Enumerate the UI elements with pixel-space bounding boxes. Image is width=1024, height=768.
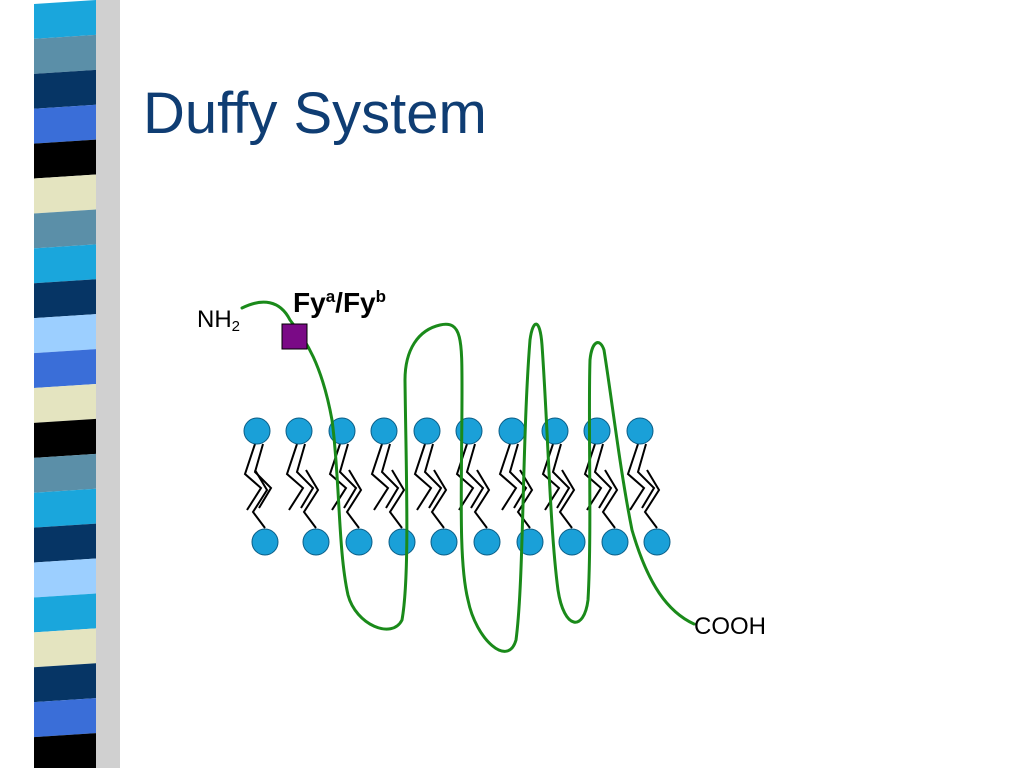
lipid-head bbox=[455, 417, 483, 445]
antigen-separator: / bbox=[335, 287, 343, 318]
lipid-tail bbox=[413, 443, 433, 511]
lipid-tail bbox=[295, 443, 315, 509]
stripe-block bbox=[34, 209, 96, 249]
lipid-tail bbox=[302, 469, 320, 529]
stripe-block bbox=[34, 139, 96, 179]
lipid-head bbox=[601, 528, 629, 556]
stripe-block bbox=[34, 488, 96, 528]
lipid-head bbox=[345, 528, 373, 556]
decorative-stripe bbox=[34, 0, 120, 768]
lipid-tail bbox=[643, 469, 661, 529]
stripe-block bbox=[34, 628, 96, 668]
stripe-block bbox=[34, 523, 96, 563]
lipid-tail bbox=[465, 443, 485, 509]
fyb-text: Fy bbox=[342, 287, 376, 318]
fya-text: Fy bbox=[293, 287, 326, 318]
lipid-head bbox=[388, 528, 416, 556]
lipid-tail bbox=[370, 443, 390, 511]
lipid-tail bbox=[551, 443, 571, 509]
lipid-tail bbox=[593, 443, 613, 509]
lipid-head bbox=[243, 417, 271, 445]
antigen-site-marker bbox=[281, 323, 308, 350]
nh2-text: NH bbox=[197, 306, 232, 333]
stripe-block bbox=[34, 733, 96, 768]
lipid-tail bbox=[380, 443, 400, 509]
stripe-block bbox=[34, 558, 96, 598]
stripe-block bbox=[34, 69, 96, 109]
lipid-tail bbox=[338, 443, 358, 509]
lipid-tail bbox=[473, 469, 491, 529]
stripe-block bbox=[34, 384, 96, 423]
lipid-heads bbox=[243, 417, 671, 556]
antigen-label: Fya/Fyb bbox=[293, 287, 386, 319]
nh2-label: NH2 bbox=[197, 306, 240, 335]
lipid-head bbox=[370, 417, 398, 445]
stripe-block bbox=[34, 453, 96, 493]
stripe-block bbox=[34, 314, 96, 354]
fyb-superscript: b bbox=[375, 287, 387, 306]
stripe-block bbox=[34, 174, 96, 214]
lipid-tail bbox=[558, 469, 576, 529]
lipid-tail bbox=[430, 469, 448, 529]
lipid-tails bbox=[243, 443, 661, 529]
lipid-head bbox=[285, 417, 313, 445]
fya-superscript: a bbox=[325, 287, 336, 306]
stripe-block bbox=[34, 593, 96, 633]
lipid-head bbox=[498, 417, 526, 445]
lipid-head bbox=[302, 528, 330, 556]
lipid-head bbox=[430, 528, 458, 556]
lipid-tail bbox=[251, 469, 269, 529]
lipid-tail bbox=[508, 443, 528, 509]
stripe-block bbox=[34, 0, 96, 39]
lipid-head bbox=[583, 417, 611, 445]
lipid-tail bbox=[626, 443, 646, 511]
lipid-tail bbox=[636, 443, 656, 509]
stripe-block bbox=[34, 418, 96, 458]
nh2-subscript: 2 bbox=[231, 318, 241, 335]
cooh-label: COOH bbox=[694, 613, 766, 640]
lipid-head bbox=[251, 528, 279, 556]
lipid-head bbox=[558, 528, 586, 556]
lipid-tail bbox=[253, 443, 273, 509]
protein-chain bbox=[240, 300, 696, 653]
stripe-block bbox=[34, 244, 96, 284]
stripe-shadow bbox=[96, 0, 120, 768]
lipid-head bbox=[643, 528, 671, 556]
lipid-tail bbox=[243, 443, 263, 511]
lipid-tail bbox=[345, 469, 363, 529]
stripe-block bbox=[34, 698, 96, 738]
page-title: Duffy System bbox=[143, 81, 487, 146]
stripe-block bbox=[34, 663, 96, 703]
stripe-block bbox=[34, 279, 96, 319]
lipid-tail bbox=[388, 469, 406, 529]
stripe-block bbox=[34, 349, 96, 388]
lipid-head bbox=[473, 528, 501, 556]
lipid-head bbox=[328, 417, 356, 445]
lipid-tail bbox=[498, 443, 518, 511]
lipid-head bbox=[413, 417, 441, 445]
stripe-block bbox=[34, 104, 96, 144]
stripe-block bbox=[34, 34, 96, 74]
lipid-tail bbox=[423, 443, 443, 509]
lipid-tail bbox=[285, 443, 305, 511]
lipid-tail bbox=[601, 469, 619, 529]
lipid-head bbox=[626, 417, 654, 445]
